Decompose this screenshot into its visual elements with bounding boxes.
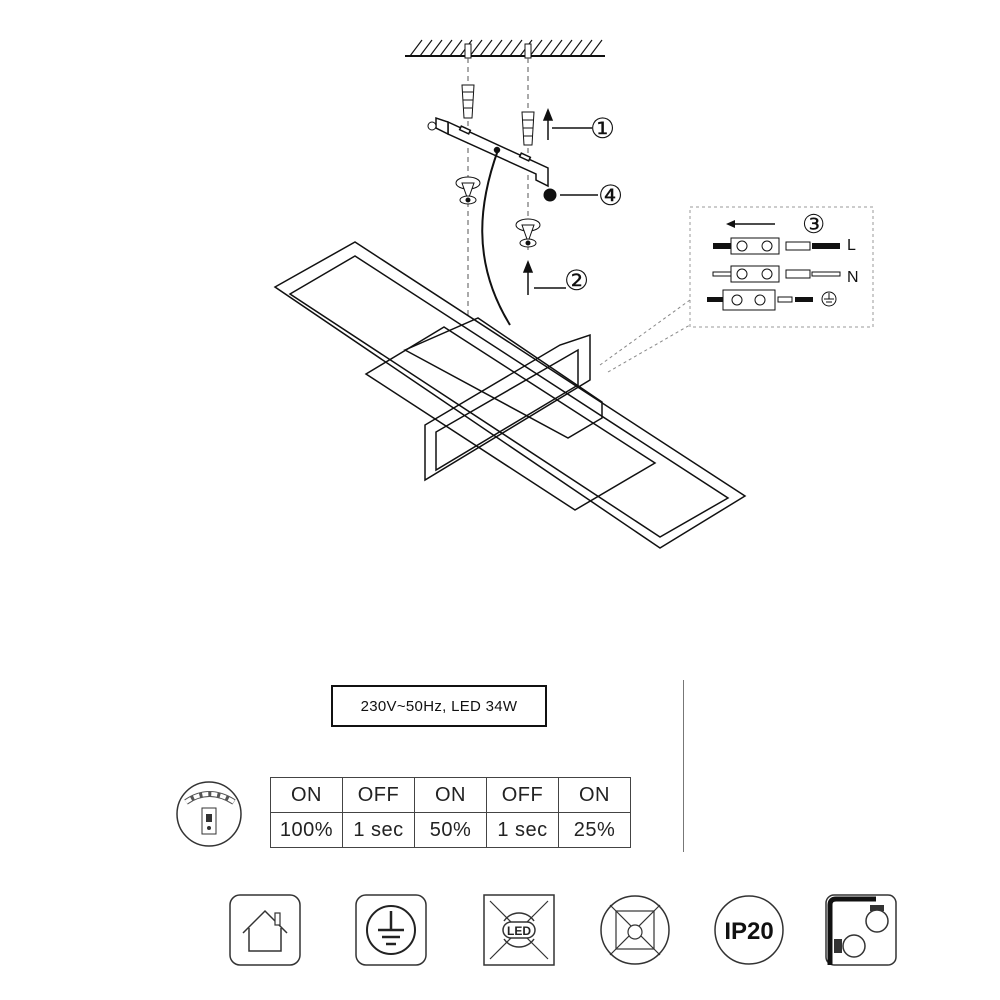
divider bbox=[683, 680, 684, 852]
table-cell: 1 sec bbox=[486, 812, 559, 848]
table-cell: ON bbox=[558, 777, 631, 813]
installation-diagram: ① ② ④ ③ L bbox=[273, 39, 874, 549]
wiring-detail: ③ L N bbox=[689, 206, 874, 328]
min-distance-icon bbox=[825, 894, 897, 966]
step-2-label: ② bbox=[564, 265, 589, 296]
table-cell: ON bbox=[270, 777, 343, 813]
ip-rating-text: IP20 bbox=[724, 918, 773, 945]
safety-symbols: LED IP20 bbox=[0, 893, 1000, 973]
step-arrows bbox=[522, 107, 598, 295]
table-cell: OFF bbox=[342, 777, 415, 813]
table-cell: OFF bbox=[486, 777, 559, 813]
earth-symbol-icon bbox=[821, 291, 837, 307]
table-cell: 100% bbox=[270, 812, 343, 848]
wire-neutral-label: N bbox=[847, 269, 859, 286]
screw-icon bbox=[427, 121, 557, 248]
table-cell: 50% bbox=[414, 812, 487, 848]
step-3-label: ③ bbox=[802, 209, 825, 239]
do-not-cover-icon bbox=[600, 895, 670, 965]
dimming-sequence-table: ON OFF ON OFF ON 100% 1 sec 50% 1 sec 25… bbox=[270, 777, 631, 848]
table-cell: 25% bbox=[558, 812, 631, 848]
indoor-use-icon bbox=[229, 894, 301, 966]
protective-earth-icon bbox=[355, 894, 427, 966]
callout-lines bbox=[599, 299, 691, 373]
power-spec-label: 230V~50Hz, LED 34W bbox=[331, 685, 547, 727]
table-row: ON OFF ON OFF ON bbox=[270, 777, 631, 813]
wall-switch-dimmer-icon bbox=[176, 781, 242, 847]
led-text: LED bbox=[507, 924, 531, 938]
wall-plug-icon bbox=[461, 84, 535, 146]
led-not-replaceable-icon: LED bbox=[483, 894, 555, 966]
table-cell: 1 sec bbox=[342, 812, 415, 848]
step-4-label: ④ bbox=[598, 180, 623, 211]
guide-lines bbox=[467, 58, 529, 330]
step-1-label: ① bbox=[590, 113, 615, 144]
table-cell: ON bbox=[414, 777, 487, 813]
table-row: 100% 1 sec 50% 1 sec 25% bbox=[270, 812, 631, 848]
luminaire-frame bbox=[273, 241, 747, 549]
wire-live-label: L bbox=[847, 237, 856, 254]
power-cable bbox=[481, 149, 511, 326]
ip20-icon: IP20 bbox=[714, 895, 784, 965]
ceiling bbox=[405, 39, 605, 59]
